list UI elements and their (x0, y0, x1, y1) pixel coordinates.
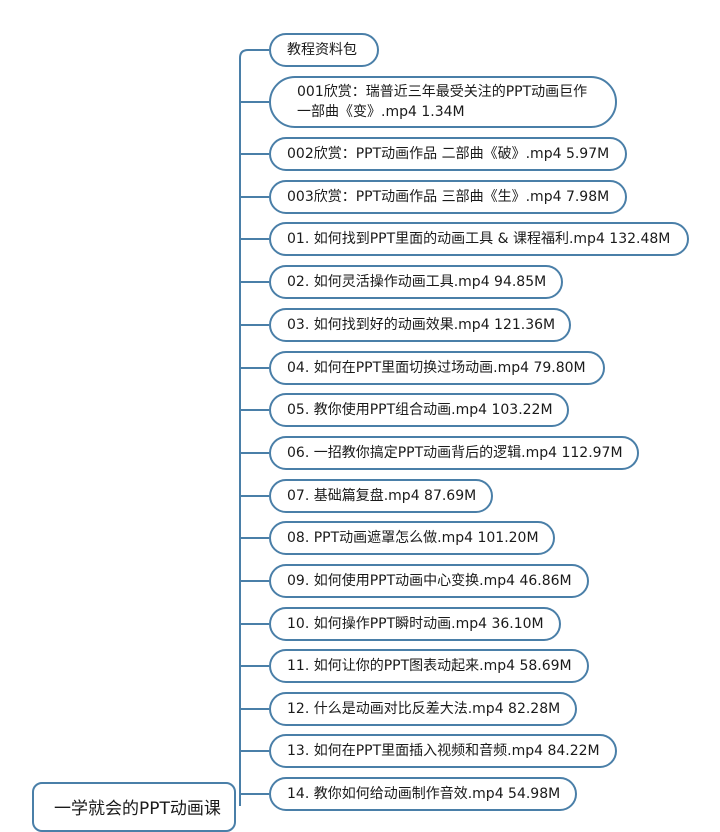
child-node-materials[interactable]: 教程资料包 (269, 33, 379, 67)
child-node-13[interactable]: 13. 如何在PPT里面插入视频和音频.mp4 84.22M (269, 734, 617, 768)
child-node-11[interactable]: 11. 如何让你的PPT图表动起来.mp4 58.69M (269, 649, 589, 683)
root-node[interactable]: 一学就会的PPT动画课 (32, 782, 236, 832)
child-node-01[interactable]: 01. 如何找到PPT里面的动画工具 & 课程福利.mp4 132.48M (269, 222, 689, 256)
child-node-09[interactable]: 09. 如何使用PPT动画中心变换.mp4 46.86M (269, 564, 589, 598)
child-node-07[interactable]: 07. 基础篇复盘.mp4 87.69M (269, 479, 493, 513)
child-node-02[interactable]: 02. 如何灵活操作动画工具.mp4 94.85M (269, 265, 563, 299)
child-node-002[interactable]: 002欣赏：PPT动画作品 二部曲《破》.mp4 5.97M (269, 137, 627, 171)
child-node-003[interactable]: 003欣赏：PPT动画作品 三部曲《生》.mp4 7.98M (269, 180, 627, 214)
child-node-04[interactable]: 04. 如何在PPT里面切换过场动画.mp4 79.80M (269, 351, 605, 385)
child-node-06[interactable]: 06. 一招教你搞定PPT动画背后的逻辑.mp4 112.97M (269, 436, 639, 470)
child-node-10[interactable]: 10. 如何操作PPT瞬时动画.mp4 36.10M (269, 607, 561, 641)
child-node-08[interactable]: 08. PPT动画遮罩怎么做.mp4 101.20M (269, 521, 555, 555)
child-node-05[interactable]: 05. 教你使用PPT组合动画.mp4 103.22M (269, 393, 569, 427)
connector-branch (239, 49, 269, 59)
connector-lines (239, 49, 269, 806)
child-node-12[interactable]: 12. 什么是动画对比反差大法.mp4 82.28M (269, 692, 577, 726)
child-node-03[interactable]: 03. 如何找到好的动画效果.mp4 121.36M (269, 308, 571, 342)
child-node-001[interactable]: 001欣赏：瑞普近三年最受关注的PPT动画巨作一部曲《变》.mp4 1.34M (269, 76, 617, 128)
